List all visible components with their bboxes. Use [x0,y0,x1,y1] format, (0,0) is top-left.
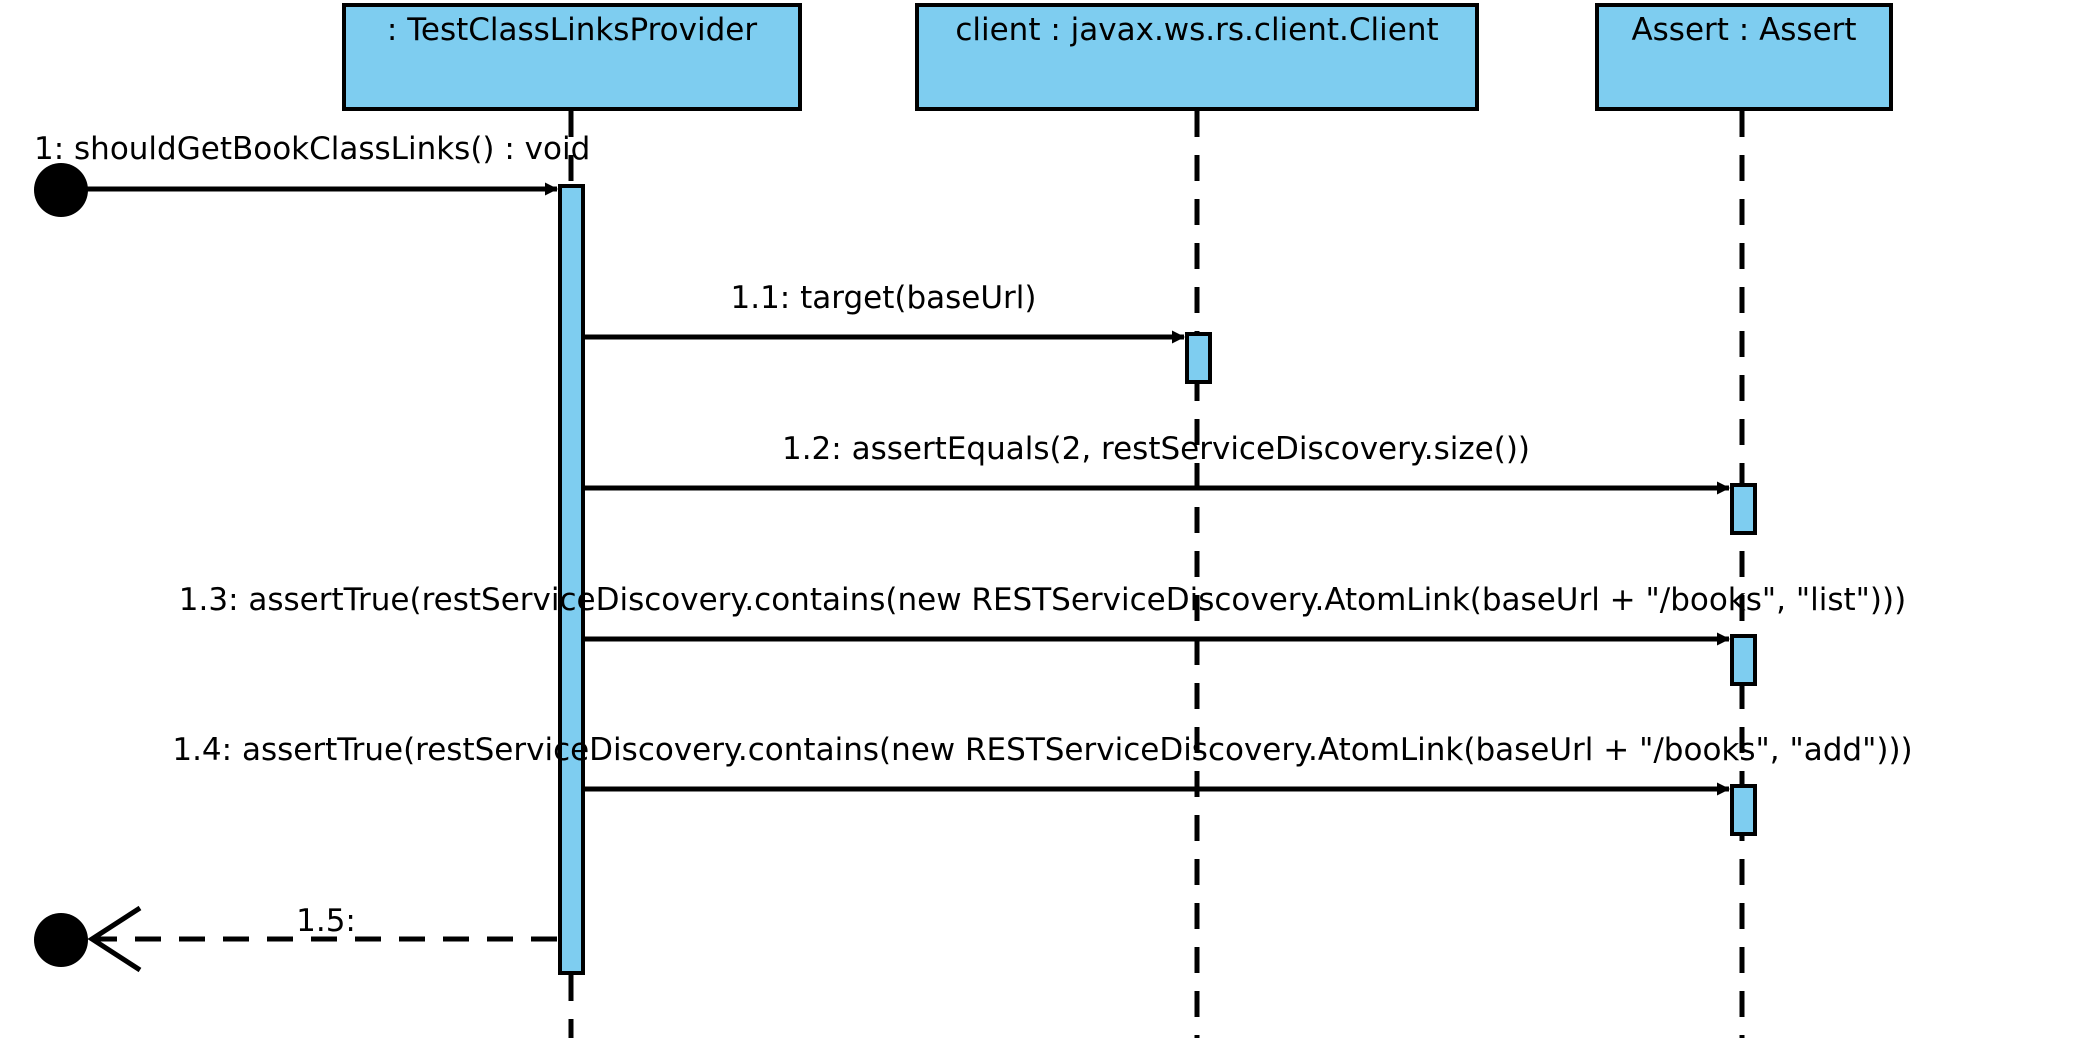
return-arrow-head-1-5 [87,905,142,973]
lifeline-box-assert[interactable]: Assert : Assert [1595,3,1893,111]
activation-bar-assert-1-4[interactable] [1730,784,1757,836]
message-label-1-2: 1.2: assertEquals(2, restServiceDiscover… [781,431,1531,467]
activation-bar-provider[interactable] [558,184,585,975]
message-label-1: 1: shouldGetBookClassLinks() : void [34,131,591,167]
lifeline-label-client: client : javax.ws.rs.client.Client [955,12,1439,48]
message-label-1-1: 1.1: target(baseUrl) [730,280,1037,316]
activation-bar-assert-1-3[interactable] [1730,634,1757,686]
activation-bar-assert-1-2[interactable] [1730,483,1757,535]
lifeline-box-client[interactable]: client : javax.ws.rs.client.Client [915,3,1479,111]
message-label-1-3: 1.3: assertTrue(restServiceDiscovery.con… [178,582,1907,618]
return-message-end-ball [34,913,88,967]
lifeline-box-provider[interactable]: : TestClassLinksProvider [342,3,802,111]
message-label-1-5: 1.5: [296,903,356,939]
activation-bar-client[interactable] [1185,332,1212,384]
lifeline-label-provider: : TestClassLinksProvider [386,12,758,48]
message-label-1-4: 1.4: assertTrue(restServiceDiscovery.con… [172,732,1913,768]
lifeline-label-assert: Assert : Assert [1631,12,1857,48]
